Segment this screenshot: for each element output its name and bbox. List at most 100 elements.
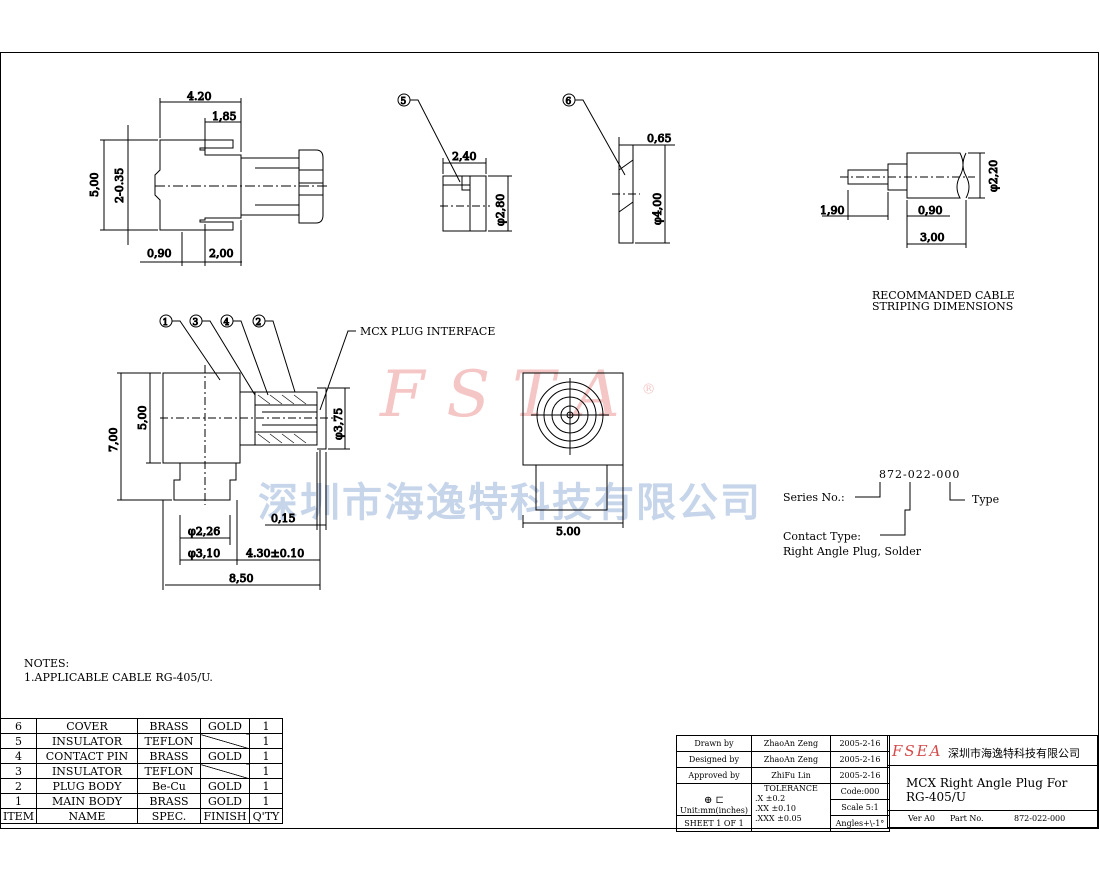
dim-5-00-front: 5.00 (556, 525, 581, 538)
dim-phi-4-00: φ4,00 (651, 193, 664, 225)
dim-5-00-section: 5,00 (136, 406, 149, 431)
part5-view (410, 99, 512, 232)
bom-cell: 5 (0, 733, 37, 749)
bom-cell: 1 (248, 718, 283, 734)
bom-cell: 1 (248, 778, 283, 794)
bom-cell: Be-Cu (136, 778, 201, 794)
approved-label: Approved by (676, 767, 752, 784)
drawn-label: Drawn by (676, 735, 752, 752)
drawing-title: MCX Right Angle Plug For RG-405/U (906, 776, 1068, 804)
dim-0-65: 0,65 (647, 132, 672, 145)
bom-cell: 1 (248, 793, 283, 809)
bom-cell: 1 (248, 763, 283, 779)
watermark-logo: FSTA® (380, 358, 656, 432)
bom-cell: BRASS (136, 718, 201, 734)
bom-cell: TEFLON (136, 763, 201, 779)
dim-1-85: 1,85 (212, 110, 237, 123)
bom-cell (199, 733, 250, 749)
callout-4: 4 (224, 318, 230, 328)
notes-line1: 1.APPLICABLE CABLE RG-405/U. (24, 671, 213, 684)
dim-phi-3-75: φ3,75 (332, 408, 345, 440)
dim-0-90-cable: 0,90 (918, 204, 943, 217)
drawn-name: ZhaoAn Zeng (750, 735, 831, 752)
series-no-label: Series No.: (783, 491, 845, 504)
dim-phi-2-20: φ2,20 (987, 160, 1000, 192)
callout-3: 3 (193, 318, 199, 328)
bom-cell: 1 (248, 733, 283, 749)
contact-type-label: Contact Type: (783, 530, 861, 543)
front-view (522, 372, 624, 528)
dim-1-90: 1,90 (820, 204, 845, 217)
recommended-line2: STRIPING DIMENSIONS (872, 300, 1014, 313)
title-block-right: FSEA 深圳市海逸特科技有限公司 MCX Right Angle Plug F… (887, 735, 1098, 828)
bom-header-cell: NAME (35, 808, 138, 824)
bom-header-cell: FINISH (199, 808, 250, 824)
dim-7-00: 7,00 (107, 428, 120, 453)
bom-cell: 1 (0, 793, 37, 809)
units-cell: ⊕ ⊏ Unit:mm(inches) (676, 783, 752, 816)
title-block: Drawn by ZhaoAn Zeng 2005-2-16 Designed … (676, 735, 890, 832)
bom-cell: INSULATOR (35, 733, 138, 749)
dim-phi-3-10: φ3,10 (188, 547, 220, 560)
drawn-date: 2005-2-16 (829, 735, 890, 752)
bom-cell: 1 (248, 748, 283, 764)
approved-date: 2005-2-16 (829, 767, 890, 784)
angles-cell: Angles+\-1° (829, 815, 890, 832)
drawing-frame (0, 52, 1099, 829)
projection-icon: ⊕ ⊏ (703, 795, 724, 806)
scale-cell: Scale 5:1 (829, 799, 890, 816)
side-view-top (100, 98, 330, 266)
bom-cell (199, 763, 250, 779)
dim-4-30: 4.30±0.10 (246, 547, 304, 560)
watermark-company: 深圳市海逸特科技有限公司 (258, 479, 762, 526)
dim-2-40: 2,40 (452, 150, 477, 163)
dim-5-00-top: 5,00 (88, 173, 101, 198)
dim-phi-2-26: φ2,26 (188, 525, 220, 538)
approved-name: ZhiFu Lin (750, 767, 831, 784)
designed-name: ZhaoAn Zeng (750, 751, 831, 768)
callout-2: 2 (256, 318, 262, 328)
bom-cell: BRASS (136, 793, 201, 809)
bom-cell: GOLD (199, 718, 250, 734)
bom-cell: COVER (35, 718, 138, 734)
title-block-footer: Ver A0 Part No. 872-022-000 (888, 810, 1097, 827)
type-label: Type (972, 493, 1000, 506)
code-cell: Code:000 (829, 783, 890, 800)
cable-striping-view (822, 152, 985, 248)
tolerance-cell: TOLERANCE .X ±0.2 .XX ±0.10 .XXX ±0.05 (750, 783, 831, 832)
dim-4-20: 4.20 (187, 90, 212, 103)
bom-cell: CONTACT PIN (35, 748, 138, 764)
company-logo: FSEA 深圳市海逸特科技有限公司 (888, 736, 1097, 766)
bom-header-cell: SPEC. (136, 808, 201, 824)
bom-cell: 3 (0, 763, 37, 779)
contact-type-value: Right Angle Plug, Solder (783, 545, 921, 558)
sheet-cell: SHEET 1 OF 1 (676, 815, 752, 832)
bom-cell: 4 (0, 748, 37, 764)
dim-3-00: 3,00 (920, 231, 945, 244)
part-number-leaders (855, 482, 965, 536)
dim-phi-2-80: φ2,80 (494, 194, 507, 226)
bom-header-cell: Q'TY (248, 808, 283, 824)
bom-cell: PLUG BODY (35, 778, 138, 794)
bom-cell: GOLD (199, 793, 250, 809)
bom-cell: GOLD (199, 778, 250, 794)
dim-2-0-35: 2-0.35 (113, 168, 126, 203)
dim-0-90-top: 0,90 (147, 247, 172, 260)
callout-circles (159, 93, 576, 328)
callout-6: 6 (566, 97, 572, 107)
dim-2-00: 2,00 (209, 247, 234, 260)
dim-0-15: 0,15 (271, 512, 296, 525)
recommended-line1: RECOMMANDED CABLE (872, 289, 1015, 302)
designed-label: Designed by (676, 751, 752, 768)
bom-cell: TEFLON (136, 733, 201, 749)
bom-header-cell: ITEM (0, 808, 37, 824)
bom-cell: INSULATOR (35, 763, 138, 779)
designed-date: 2005-2-16 (829, 751, 890, 768)
bom-cell: BRASS (136, 748, 201, 764)
